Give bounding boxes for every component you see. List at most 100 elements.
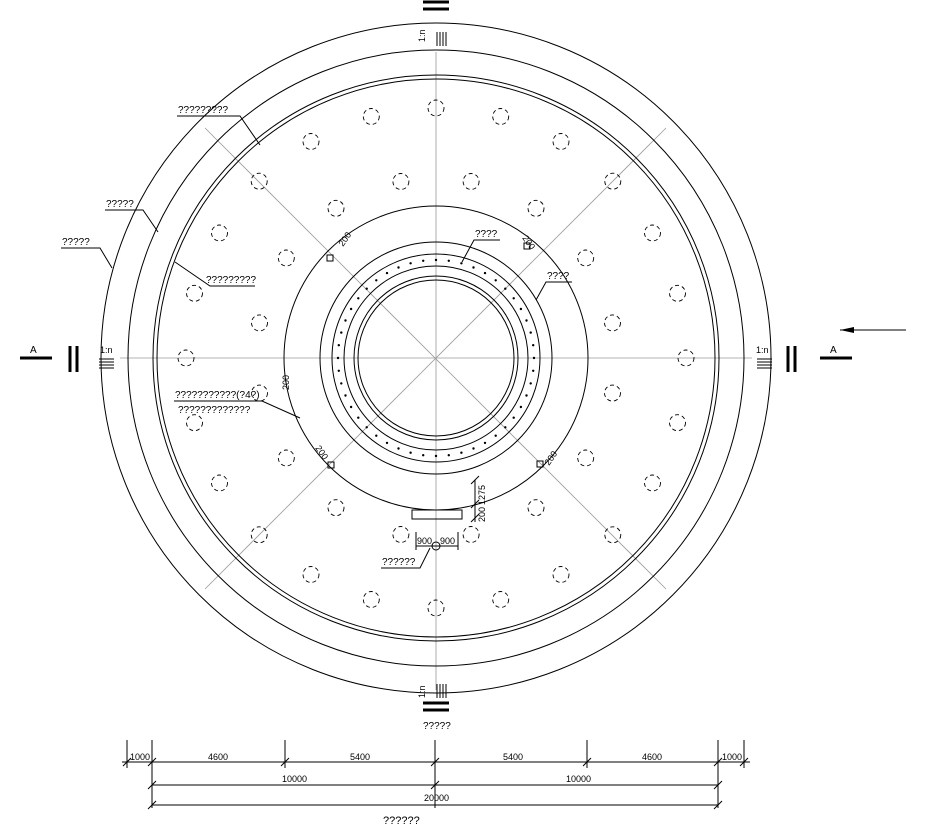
dim-200-ne: 200 xyxy=(520,233,537,251)
callout-c8: ????????????? xyxy=(178,405,251,416)
pile-circle xyxy=(677,349,695,367)
pile-circle xyxy=(577,249,595,267)
bolt-dot xyxy=(365,426,368,429)
callouts: ????????? ????? ????? ????????? ???? ???… xyxy=(61,105,572,569)
dim-900-left: 900 xyxy=(417,536,432,546)
dim-row1-3: 5400 xyxy=(503,752,523,762)
pile-circle xyxy=(462,173,480,190)
slope-mark-top: 1:n xyxy=(417,29,427,42)
pile-circle xyxy=(392,173,410,190)
bolt-dot xyxy=(375,434,378,437)
pile-circle xyxy=(669,284,686,302)
bolt-dot xyxy=(340,382,343,385)
pile-circle xyxy=(250,526,268,544)
callout-c3: ????? xyxy=(62,237,90,248)
bolt-dot xyxy=(357,297,360,300)
pile-circle xyxy=(327,499,345,517)
core-ring-4 xyxy=(353,275,519,441)
pile-circle xyxy=(552,566,570,583)
callout-c6: ???? xyxy=(547,271,570,282)
bolt-dot xyxy=(422,454,425,457)
pile-circle xyxy=(604,314,621,332)
bolt-dots xyxy=(336,258,536,458)
bolt-dot xyxy=(385,271,389,275)
bolt-dot xyxy=(519,307,523,311)
bolt-dot xyxy=(337,369,340,372)
bolt-dot xyxy=(340,331,343,334)
pile-circle xyxy=(552,133,570,150)
bolt-dot xyxy=(512,416,515,419)
dim-900-right: 900 xyxy=(440,536,455,546)
bolt-dot xyxy=(447,259,450,262)
pile-circle xyxy=(527,499,545,517)
bolt-dot xyxy=(434,454,438,458)
dimension-chain: 1000 4600 5400 5400 4600 1000 10000 1000… xyxy=(122,740,750,810)
footer-title: ?????? xyxy=(383,815,420,825)
section-marker-right: 1:n A xyxy=(756,327,906,372)
dim-200-sw: 200 xyxy=(313,443,330,461)
pile-circle xyxy=(527,199,545,217)
bolt-dot xyxy=(525,394,528,397)
bolt-dot xyxy=(472,447,475,450)
pile-circle xyxy=(251,384,268,402)
tank-rings xyxy=(100,22,772,694)
dim-200-s: 200 xyxy=(477,507,487,522)
dim-row1-2: 5400 xyxy=(350,752,370,762)
bolt-dot xyxy=(422,259,425,262)
pile-circle xyxy=(604,172,622,190)
bolt-dot xyxy=(344,319,347,322)
callout-c5: ???? xyxy=(475,229,498,240)
bolt-dot xyxy=(349,307,353,311)
section-mark-left: A xyxy=(30,345,37,356)
core-ring-2 xyxy=(331,253,541,463)
pile-circle xyxy=(462,526,480,543)
bolt-dot xyxy=(349,405,353,409)
inner-wall-ring-a xyxy=(152,74,720,642)
bolt-dot xyxy=(409,262,412,265)
pile-circles xyxy=(177,99,695,617)
pile-circle xyxy=(644,474,661,492)
bolt-dot xyxy=(532,344,535,347)
pile-circle xyxy=(302,566,320,583)
local-dimensions: 200 200 200 200 200 1275 200 900 900 xyxy=(281,230,559,551)
bottom-label: ????? xyxy=(423,721,451,732)
bolt-dot xyxy=(337,344,340,347)
bolt-dot xyxy=(512,297,515,300)
bolt-dot xyxy=(447,454,450,457)
pile-circle xyxy=(427,99,445,117)
dim-row2-1: 10000 xyxy=(566,774,591,784)
pile-circle xyxy=(302,133,320,150)
section-marker-top: 1:n xyxy=(417,0,449,46)
pile-circle xyxy=(362,591,380,608)
dim-row1-0: 1000 xyxy=(130,752,150,762)
section-mark-right: A xyxy=(830,345,837,356)
slope-mark-left: 1:n xyxy=(100,345,113,355)
bolt-dot xyxy=(529,382,532,385)
bolt-dot xyxy=(472,266,475,269)
callout-c1: ????????? xyxy=(178,105,228,116)
dim-row1-4: 4600 xyxy=(642,752,662,762)
bolt-dot xyxy=(494,279,497,282)
pile-circle xyxy=(362,108,380,125)
pile-circle xyxy=(277,449,295,467)
pile-circle xyxy=(177,349,195,367)
bolt-dot xyxy=(357,416,360,419)
pile-circle xyxy=(277,249,295,267)
dim-row3-0: 20000 xyxy=(424,793,449,803)
callout-c7: ???????????(?4?) xyxy=(175,390,260,401)
bolt-dot xyxy=(532,356,536,360)
core-ring-3 xyxy=(343,265,529,451)
dim-row1-5: 1000 xyxy=(722,752,742,762)
dim-200-nw: 200 xyxy=(336,230,353,248)
bolt-dot xyxy=(385,441,389,445)
bolt-dot xyxy=(397,266,400,269)
bolt-dot xyxy=(375,279,378,282)
bolt-dot xyxy=(494,434,497,437)
bolt-dot xyxy=(519,405,523,409)
callout-c9: ?????? xyxy=(382,557,416,568)
bolt-dot xyxy=(397,447,400,450)
slope-mark-bottom: 1:n xyxy=(417,685,427,698)
dim-1275: 1275 xyxy=(477,485,487,505)
pile-circle xyxy=(604,384,621,402)
bolt-dot xyxy=(532,369,535,372)
